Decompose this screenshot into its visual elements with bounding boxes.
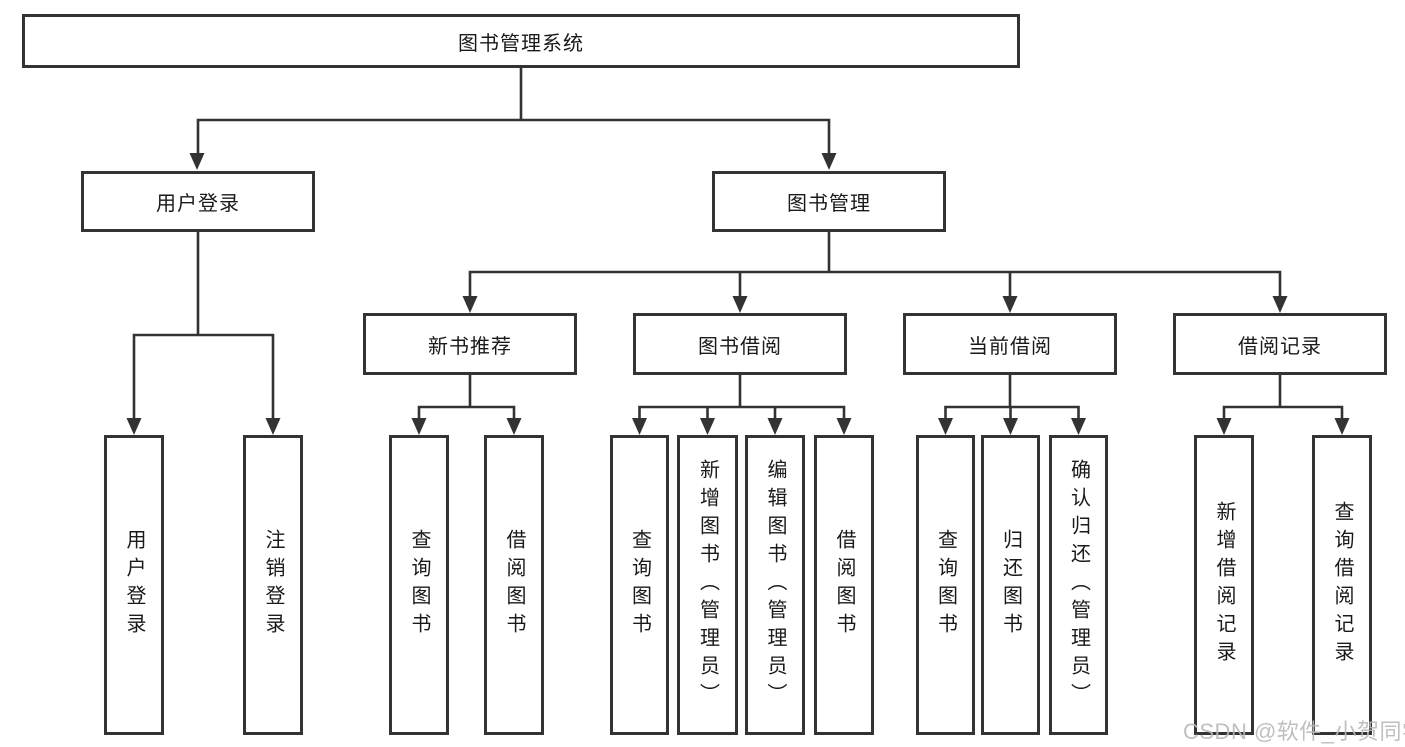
node-root-system: 图书管理系统 [22, 14, 1020, 68]
node-leaf-query-books-recommend: 查询图书 [389, 435, 449, 735]
node-leaf-borrow-books-recommend: 借阅图书 [484, 435, 544, 735]
node-leaf-add-borrow-record: 新增借阅记录 [1194, 435, 1254, 735]
node-leaf-logout: 注销登录 [243, 435, 303, 735]
node-leaf-edit-books-admin: 编辑图书（管理员） [745, 435, 805, 735]
node-user-login: 用户登录 [81, 171, 315, 232]
node-leaf-confirm-return-admin: 确认归还（管理员） [1049, 435, 1108, 735]
node-book-management: 图书管理 [712, 171, 946, 232]
node-new-book-recommend: 新书推荐 [363, 313, 577, 375]
node-borrowing-records: 借阅记录 [1173, 313, 1387, 375]
node-current-borrowing: 当前借阅 [903, 313, 1117, 375]
node-leaf-user-login: 用户登录 [104, 435, 164, 735]
node-leaf-add-books-admin: 新增图书（管理员） [677, 435, 738, 735]
node-book-borrowing: 图书借阅 [633, 313, 847, 375]
connector-lines [132, 66, 1344, 423]
node-leaf-return-books: 归还图书 [981, 435, 1040, 735]
node-leaf-query-books-current: 查询图书 [916, 435, 975, 735]
node-leaf-borrow-books: 借阅图书 [814, 435, 874, 735]
csdn-watermark: CSDN @软件_小贺同学 [1183, 719, 1405, 744]
node-leaf-query-books-borrowing: 查询图书 [610, 435, 669, 735]
node-leaf-query-borrow-record: 查询借阅记录 [1312, 435, 1372, 735]
